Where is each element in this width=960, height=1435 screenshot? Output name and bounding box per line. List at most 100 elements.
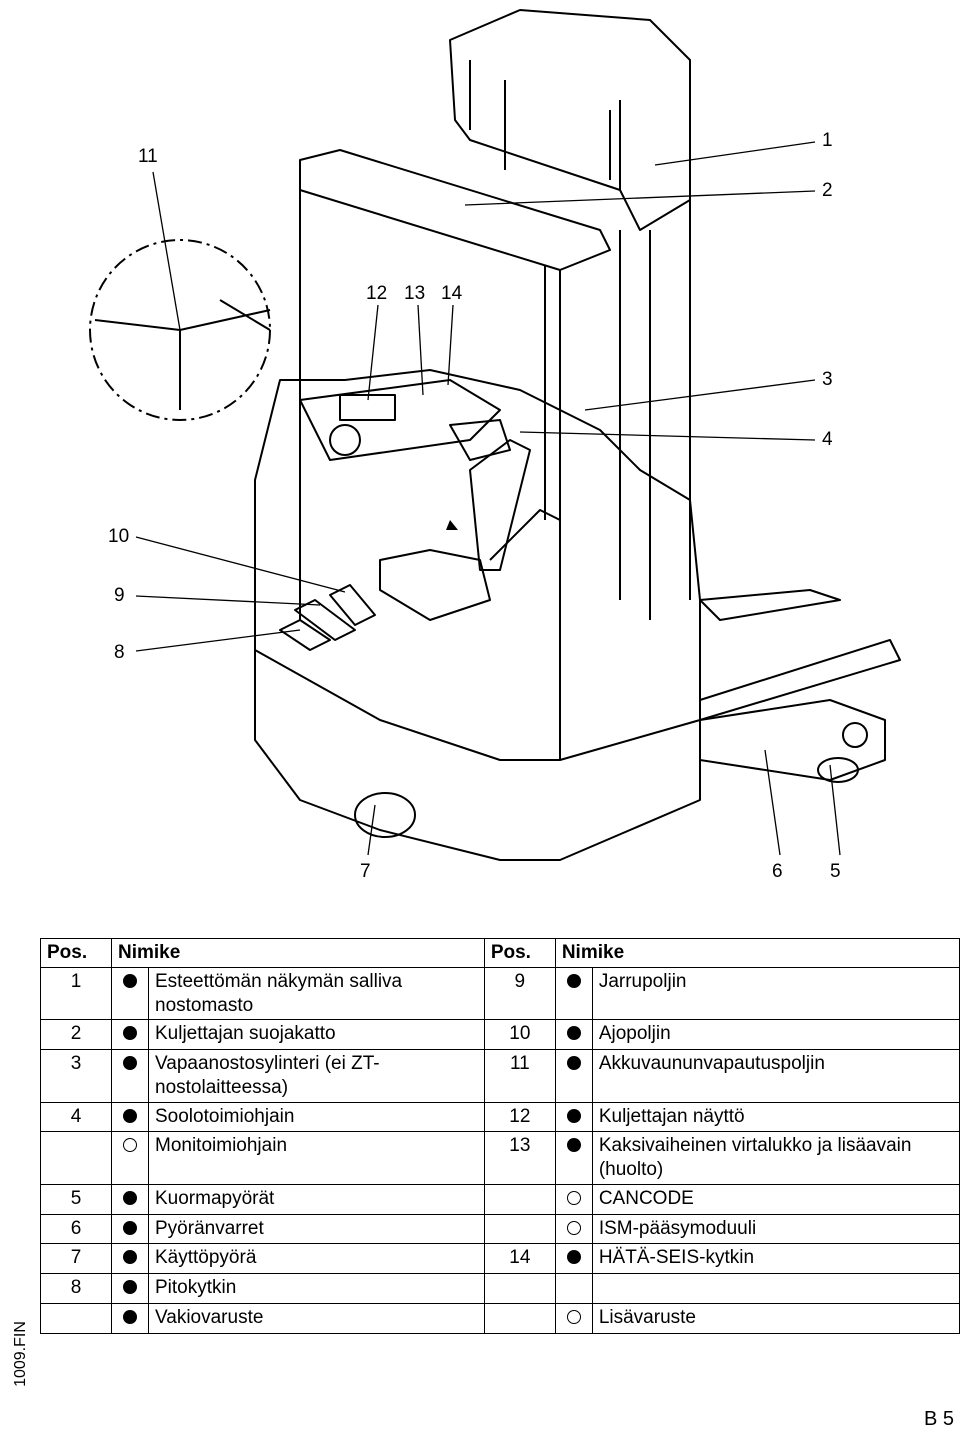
- row-pos-right: [483, 1213, 556, 1245]
- row-pos-left: [40, 1302, 112, 1334]
- row-mark-right: [554, 1131, 593, 1185]
- row-mark-left: [111, 1273, 149, 1304]
- row-pos-left: 4: [40, 1101, 112, 1133]
- row-mark-left: [111, 1183, 149, 1215]
- table-row: Vakiovaruste Lisävaruste: [40, 1302, 960, 1334]
- callout-4: 4: [822, 429, 833, 450]
- row-name-left: Soolotoimiohjain: [148, 1101, 485, 1133]
- row-mark-right: [554, 966, 593, 1021]
- row-mark-right: [554, 1019, 593, 1050]
- row-pos-left: 2: [40, 1019, 112, 1050]
- standard-equipment-icon: [123, 973, 137, 988]
- callout-9: 9: [114, 585, 125, 606]
- standard-equipment-icon: [566, 1250, 581, 1265]
- row-name-left: Esteettömän näkymän salliva nostomasto: [148, 966, 485, 1021]
- row-pos-left: 3: [40, 1049, 112, 1103]
- callout-12: 12: [366, 283, 388, 304]
- row-mark-right: [554, 1049, 593, 1103]
- row-mark-right: [554, 1302, 593, 1334]
- row-name-right: Lisävaruste: [591, 1302, 960, 1334]
- optional-equipment-icon: [566, 1309, 581, 1324]
- standard-equipment-icon: [566, 1026, 581, 1041]
- row-name-left: Käyttöpyörä: [148, 1243, 485, 1274]
- standard-equipment-icon: [123, 1220, 137, 1235]
- row-name-left: Kuljettajan suojakatto: [148, 1019, 485, 1050]
- callout-6: 6: [772, 861, 783, 882]
- row-pos-right: [483, 1273, 556, 1304]
- standard-equipment-icon: [123, 1108, 137, 1123]
- callout-3: 3: [822, 369, 833, 390]
- row-name-left: Vakiovaruste: [148, 1302, 485, 1334]
- row-pos-left: 6: [40, 1213, 112, 1245]
- row-mark-left: [111, 1131, 149, 1185]
- row-mark-left: [111, 1243, 149, 1274]
- row-mark-right: [554, 1273, 593, 1304]
- callout-8: 8: [114, 642, 125, 663]
- row-name-right: Jarrupoljin: [591, 966, 960, 1021]
- standard-equipment-icon: [123, 1309, 137, 1324]
- row-pos-left: 8: [40, 1273, 112, 1304]
- row-name-right: Kuljettajan näyttö: [591, 1101, 960, 1133]
- row-name-right: [591, 1273, 960, 1304]
- row-pos-right: [483, 1302, 556, 1334]
- row-pos-left: 5: [40, 1183, 112, 1215]
- callout-11: 11: [138, 146, 158, 167]
- row-name-right: HÄTÄ-SEIS-kytkin: [591, 1243, 960, 1274]
- row-pos-left: 7: [40, 1243, 112, 1274]
- row-name-left: Pyöränvarret: [148, 1213, 485, 1245]
- standard-equipment-icon: [566, 1138, 581, 1153]
- row-mark-left: [111, 1019, 149, 1050]
- row-pos-right: 11: [483, 1049, 556, 1103]
- header-name-right: Nimike: [554, 938, 960, 968]
- row-mark-right: [554, 1101, 593, 1133]
- optional-equipment-icon: [123, 1138, 137, 1153]
- row-pos-right: 12: [483, 1101, 556, 1133]
- row-mark-left: [111, 966, 149, 1021]
- standard-equipment-icon: [123, 1026, 137, 1041]
- row-pos-right: [483, 1183, 556, 1215]
- standard-equipment-icon: [123, 1280, 137, 1294]
- row-name-right: Kaksivaiheinen virtalukko ja lisäavain (…: [591, 1131, 960, 1185]
- standard-equipment-icon: [566, 1108, 581, 1123]
- row-mark-left: [111, 1213, 149, 1245]
- row-pos-left: [40, 1131, 112, 1185]
- row-pos-right: 13: [483, 1131, 556, 1185]
- row-name-left: Kuormapyörät: [148, 1183, 485, 1215]
- row-name-right: ISM-pääsymoduuli: [591, 1213, 960, 1245]
- row-mark-left: [111, 1101, 149, 1133]
- row-pos-right: 14: [483, 1243, 556, 1274]
- row-pos-left: 1: [40, 966, 112, 1021]
- row-name-left: Vapaanostosylinteri (ei ZT-nostolaittees…: [148, 1049, 485, 1103]
- row-mark-left: [111, 1049, 149, 1103]
- row-mark-right: [554, 1213, 593, 1245]
- standard-equipment-icon: [123, 1250, 137, 1265]
- row-name-right: CANCODE: [591, 1183, 960, 1215]
- row-name-left: Pitokytkin: [148, 1273, 485, 1304]
- row-pos-right: 9: [483, 966, 556, 1021]
- row-name-right: Ajopoljin: [591, 1019, 960, 1050]
- page-number: B 5: [923, 1408, 954, 1430]
- callout-5: 5: [830, 861, 841, 882]
- standard-equipment-icon: [566, 1056, 581, 1070]
- header-pos-right: Pos.: [483, 938, 556, 968]
- standard-equipment-icon: [566, 973, 581, 988]
- table-header: Pos. Nimike Pos. Nimike: [40, 938, 960, 968]
- row-name-right: Akkuvaununvapautuspoljin: [591, 1049, 960, 1103]
- table-row: 3 Vapaanostosylinteri (ei ZT-nostolaittee…: [40, 1049, 960, 1103]
- callout-7: 7: [360, 861, 371, 882]
- document-code: 1009.FIN: [11, 1321, 29, 1387]
- row-mark-right: [554, 1243, 593, 1274]
- table-row: 8 Pitokytkin: [40, 1273, 960, 1304]
- optional-equipment-icon: [566, 1220, 581, 1235]
- header-pos-left: Pos.: [40, 938, 112, 968]
- callout-1: 1: [822, 130, 833, 151]
- row-mark-left: [111, 1302, 149, 1334]
- row-mark-right: [554, 1183, 593, 1215]
- row-name-left: Monitoimiohjain: [148, 1131, 485, 1185]
- standard-equipment-icon: [123, 1190, 137, 1205]
